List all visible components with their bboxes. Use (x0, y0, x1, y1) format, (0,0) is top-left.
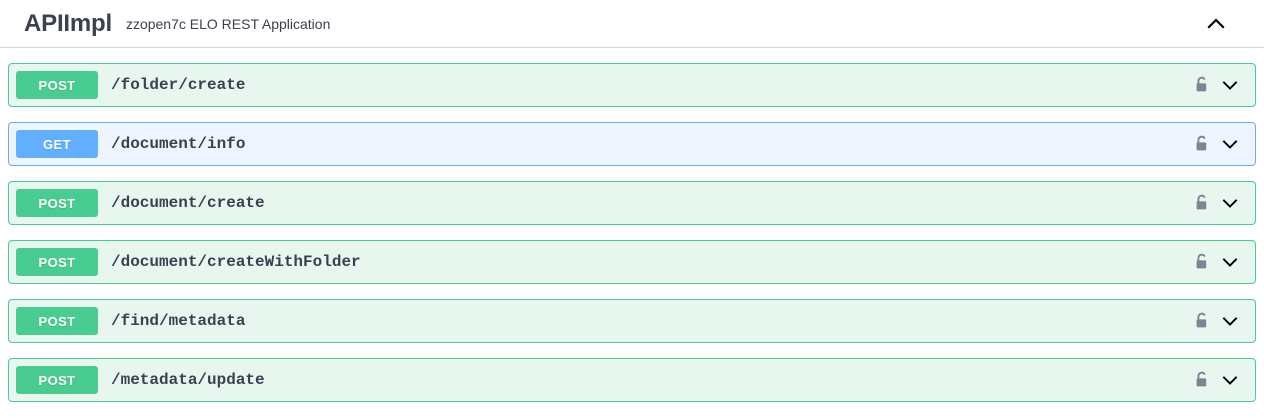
unlocked-padlock-icon[interactable] (1193, 370, 1211, 390)
operation-row-post[interactable]: POST /folder/create (8, 63, 1256, 107)
operation-row-post[interactable]: POST /document/create (8, 181, 1256, 225)
chevron-down-icon[interactable] (1219, 74, 1241, 96)
operation-controls (1193, 192, 1241, 214)
operations-list: POST /folder/create GET /document/info (0, 63, 1264, 402)
endpoint-path: /document/createWithFolder (111, 253, 361, 271)
http-method-badge: POST (16, 71, 98, 99)
operation-row-get[interactable]: GET /document/info (8, 122, 1256, 166)
endpoint-path: /metadata/update (111, 371, 265, 389)
operation-controls (1193, 369, 1241, 391)
chevron-down-icon[interactable] (1219, 310, 1241, 332)
operation-controls (1193, 74, 1241, 96)
unlocked-padlock-icon[interactable] (1193, 75, 1211, 95)
tag-description: zzopen7c ELO REST Application (125, 15, 331, 32)
endpoint-path: /folder/create (111, 76, 246, 94)
chevron-up-icon (1205, 13, 1227, 35)
http-method-badge: POST (16, 366, 98, 394)
operation-controls (1193, 133, 1241, 155)
http-method-badge: POST (16, 189, 98, 217)
operation-row-post[interactable]: POST /metadata/update (8, 358, 1256, 402)
chevron-down-icon[interactable] (1219, 251, 1241, 273)
api-tag-section: APIImpl zzopen7c ELO REST Application PO… (0, 0, 1264, 402)
operation-controls (1193, 251, 1241, 273)
http-method-badge: POST (16, 248, 98, 276)
endpoint-path: /find/metadata (111, 312, 246, 330)
operation-controls (1193, 310, 1241, 332)
http-method-badge: POST (16, 307, 98, 335)
chevron-down-icon[interactable] (1219, 133, 1241, 155)
page-title: APIImpl (24, 9, 112, 37)
endpoint-path: /document/create (111, 194, 265, 212)
unlocked-padlock-icon[interactable] (1193, 311, 1211, 331)
tag-header[interactable]: APIImpl zzopen7c ELO REST Application (0, 0, 1264, 48)
chevron-down-icon[interactable] (1219, 192, 1241, 214)
endpoint-path: /document/info (111, 135, 246, 153)
operation-row-post[interactable]: POST /document/createWithFolder (8, 240, 1256, 284)
operation-row-post[interactable]: POST /find/metadata (8, 299, 1256, 343)
collapse-section-button[interactable] (1198, 6, 1234, 42)
chevron-down-icon[interactable] (1219, 369, 1241, 391)
unlocked-padlock-icon[interactable] (1193, 134, 1211, 154)
unlocked-padlock-icon[interactable] (1193, 252, 1211, 272)
http-method-badge: GET (16, 130, 98, 158)
unlocked-padlock-icon[interactable] (1193, 193, 1211, 213)
